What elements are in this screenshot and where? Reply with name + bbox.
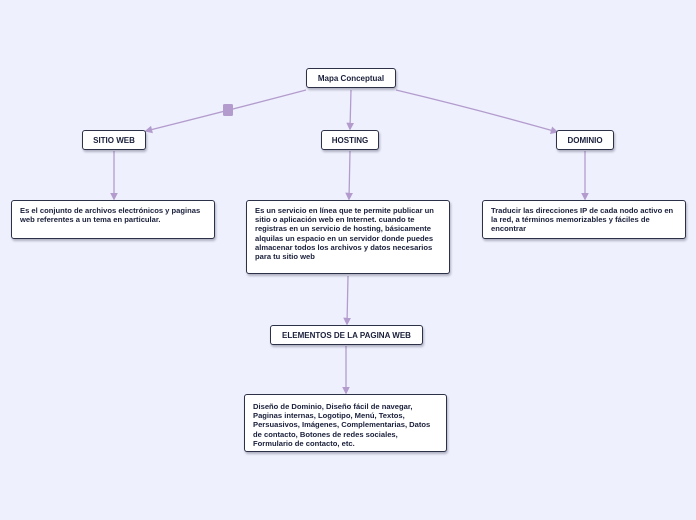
description-node-hosting[interactable]: Es un servicio en línea que te permite p… <box>246 200 450 274</box>
root-node[interactable]: Mapa Conceptual <box>306 68 396 88</box>
connector-handle[interactable] <box>223 104 233 116</box>
connector-hosting-description-to-elementos <box>343 275 352 326</box>
topic-node-label: SITIO WEB <box>93 135 135 145</box>
description-node-elementos[interactable]: Diseño de Dominio, Diseño fácil de naveg… <box>244 394 447 452</box>
description-text: Traducir las direcciones IP de cada nodo… <box>491 206 674 234</box>
topic-node-elementos[interactable]: ELEMENTOS DE LA PAGINA WEB <box>270 325 423 345</box>
description-text: Es el conjunto de archivos electrónicos … <box>20 206 201 225</box>
topic-node-dominio[interactable]: DOMINIO <box>556 130 614 150</box>
root-node-label: Mapa Conceptual <box>317 73 385 83</box>
description-text: Diseño de Dominio, Diseño fácil de naveg… <box>253 402 431 448</box>
topic-node-sitio-web[interactable]: SITIO WEB <box>82 130 146 150</box>
description-node-sitio-web[interactable]: Es el conjunto de archivos electrónicos … <box>11 200 215 239</box>
connector-hosting-to-description <box>345 150 354 201</box>
connector-root-to-dominio <box>395 89 559 135</box>
topic-node-label: ELEMENTOS DE LA PAGINA WEB <box>282 330 411 340</box>
topic-node-label: HOSTING <box>331 135 369 145</box>
description-node-dominio[interactable]: Traducir las direcciones IP de cada nodo… <box>482 200 686 239</box>
topic-node-hosting[interactable]: HOSTING <box>321 130 379 150</box>
connector-root-to-hosting <box>346 89 355 131</box>
description-text: Es un servicio en línea que te permite p… <box>255 206 434 262</box>
topic-node-label: DOMINIO <box>567 135 603 145</box>
